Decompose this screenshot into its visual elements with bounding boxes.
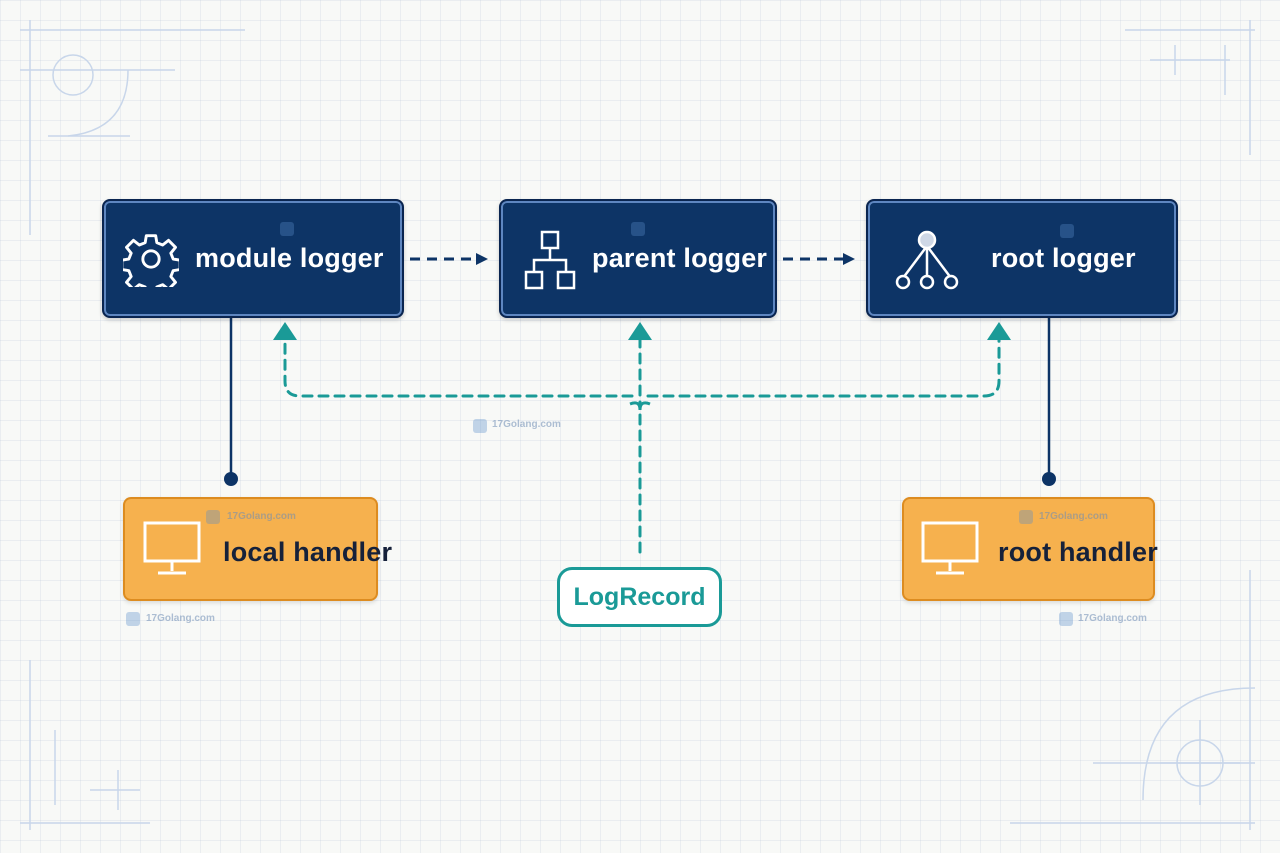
module-logger-label: module logger (195, 243, 384, 273)
tree-nodes-icon (895, 230, 959, 290)
blueprint-decoration-top-right (1125, 20, 1255, 155)
watermark-badge-icon (206, 510, 220, 524)
watermark-text: 17Golang.com (146, 613, 215, 624)
logrecord-node: LogRecord (557, 567, 722, 627)
blueprint-decoration-top-left (20, 20, 245, 235)
flow-arrowhead-module (273, 322, 297, 340)
watermark-badge-icon (1060, 224, 1074, 238)
blueprint-decoration-bottom-right (1010, 570, 1256, 830)
watermark-badge-icon (1059, 612, 1073, 626)
hierarchy-icon (524, 230, 576, 290)
watermark-badge-icon (473, 419, 487, 433)
blueprint-decoration-bottom-left (20, 660, 150, 830)
monitor-icon (921, 521, 979, 575)
root-logger-node: root logger (866, 199, 1178, 318)
gear-icon (123, 234, 179, 287)
watermark-badge-icon (280, 222, 294, 236)
link-dot-root (1042, 472, 1056, 486)
monitor-icon (143, 521, 201, 575)
module-logger-node: module logger (102, 199, 404, 318)
watermark-badge-icon (126, 612, 140, 626)
watermark-badge-icon (631, 222, 645, 236)
watermark-text: 17Golang.com (1039, 511, 1108, 522)
flow-arrowhead-parent (628, 322, 652, 340)
logrecord-flow (283, 336, 1001, 554)
root-handler-node: root handler (902, 497, 1158, 601)
watermark-badge-icon (1019, 510, 1033, 524)
root-logger-label: root logger (991, 243, 1136, 273)
local-handler-label: local handler (223, 537, 393, 567)
watermark-text: 17Golang.com (227, 511, 296, 522)
parent-logger-label: parent logger (592, 243, 768, 273)
watermark-text: 17Golang.com (492, 419, 561, 430)
local-handler-node: local handler (123, 497, 392, 601)
link-dot-local (224, 472, 238, 486)
logrecord-label: LogRecord (573, 582, 706, 611)
flow-arrowhead-root (987, 322, 1011, 340)
root-handler-label: root handler (998, 537, 1158, 567)
parent-logger-node: parent logger (499, 199, 777, 318)
watermark-text: 17Golang.com (1078, 613, 1147, 624)
